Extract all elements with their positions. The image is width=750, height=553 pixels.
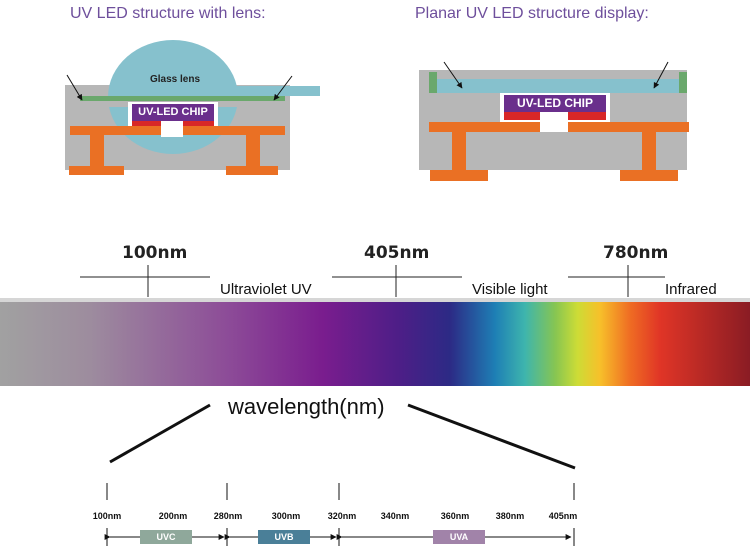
band-uvb: UVB [258,530,310,544]
marker-405nm: 405nm [364,243,430,263]
region-ultraviolet: Ultraviolet UV [220,281,312,298]
right-chip-label: UV-LED CHIP [516,96,593,110]
uv-tick-200: 200nm [158,511,188,521]
uv-tick-380: 380nm [495,511,525,521]
uv-tick-405: 405nm [548,511,578,521]
region-infrared: Infrared [665,281,717,298]
region-visible: Visible light [472,281,548,298]
marker-780nm: 780nm [603,243,669,263]
green-layer [80,96,285,101]
lead-foot-left [69,166,124,175]
uv-tick-320: 320nm [327,511,357,521]
band-uva: UVA [433,530,485,544]
left-diagram-title: UV LED structure with lens: [70,5,266,22]
lens-flange [230,86,320,96]
uv-tick-300: 300nm [271,511,301,521]
right-diagram-title: Planar UV LED structure display: [415,5,649,22]
green-seal-left [429,72,437,93]
glass-lens-label: Glass lens [150,74,201,85]
uv-tick-340: 340nm [380,511,410,521]
uv-led-chip [132,104,214,121]
wavelength-label: wavelength(nm) [228,394,385,419]
lead-foot-right [226,166,278,175]
spectrum-bar [0,300,750,386]
uv-tick-100: 100nm [92,511,122,521]
band-uvc: UVC [140,530,192,544]
uv-led-chip-right [504,95,606,112]
planar-glass [429,79,687,93]
uv-tick-280: 280nm [213,511,243,521]
lens-structure-diagram [65,40,320,175]
green-seal-right [679,72,687,93]
planar-structure-diagram [419,61,689,181]
uv-tick-360: 360nm [440,511,470,521]
left-chip-label: UV-LED CHIP [138,106,208,118]
marker-100nm: 100nm [122,243,188,263]
wavelength-scale [80,265,665,297]
